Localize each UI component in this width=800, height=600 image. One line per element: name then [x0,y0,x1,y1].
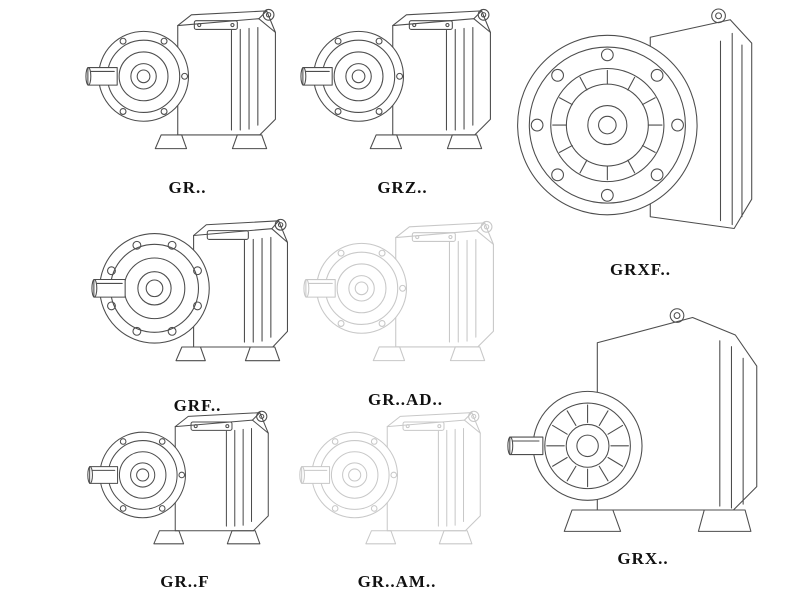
gearbox-drawing-grf [88,212,308,392]
gearbox-label-grx: GRX.. [617,549,669,568]
gearbox-figure-gr: GR.. [80,6,295,198]
gearbox-drawing-gr-ad [301,218,511,386]
gearbox-figure-grz: GRZ.. [295,6,510,198]
gearbox-label-gr-ad: GR..AD.. [367,390,444,409]
gearbox-figure-gr-ad: GR..AD.. [298,218,513,410]
gearbox-drawing-grxf [502,0,780,256]
gearbox-label-grf: GRF.. [173,396,222,415]
gearbox-drawing-gr-f [85,408,285,568]
gearbox-figure-grx: GRX.. [498,300,788,569]
gearbox-drawing-grx [502,300,784,545]
gearbox-figure-grf: GRF.. [85,212,310,416]
gearbox-figure-gr-f: GR..F [80,408,290,592]
gearbox-label-gr-am: GR..AM.. [357,572,437,591]
gearbox-label-gr: GR.. [168,178,207,197]
gearbox-figure-grxf: GRXF.. [498,0,783,280]
gearbox-label-gr-f: GR..F [160,572,210,591]
gearbox-drawing-gr-am [297,408,497,568]
gearbox-label-grz: GRZ.. [377,178,428,197]
gearbox-drawing-grz [298,6,508,174]
gearbox-figure-gr-am: GR..AM.. [292,408,502,592]
gearbox-label-grxf: GRXF.. [609,260,672,279]
gearbox-drawing-gr [83,6,293,174]
